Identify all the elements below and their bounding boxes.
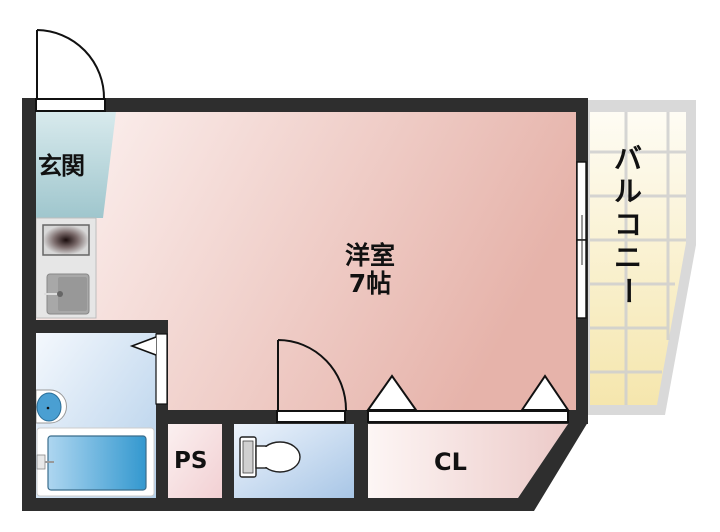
closet-door[interactable] bbox=[366, 374, 570, 423]
bathtub-icon bbox=[47, 435, 147, 491]
pipe-space-floor bbox=[168, 424, 222, 498]
entrance-door[interactable] bbox=[35, 29, 106, 112]
balcony-char-1: バ bbox=[613, 142, 642, 175]
washbasin-icon bbox=[36, 392, 62, 422]
closet-label: CL bbox=[434, 448, 467, 476]
kitchen bbox=[35, 217, 97, 319]
closet-floor bbox=[368, 424, 568, 498]
toilet-room bbox=[234, 424, 354, 498]
western-room-name: 洋室 bbox=[344, 241, 395, 270]
balcony-char-5: ー bbox=[611, 276, 645, 305]
western-room-label: 洋室 7帖 bbox=[320, 242, 420, 298]
bathroom bbox=[35, 333, 156, 498]
balcony-char-3: コ bbox=[613, 208, 642, 241]
stove-icon bbox=[42, 224, 90, 256]
balcony-window[interactable] bbox=[576, 161, 587, 319]
pipe-space-label: PS bbox=[174, 448, 208, 474]
entrance-floor bbox=[36, 112, 116, 218]
western-room-size: 7帖 bbox=[348, 269, 392, 298]
balcony-char-4: ニ bbox=[613, 241, 642, 274]
balcony-label: バ ル コ ニ ー bbox=[608, 142, 648, 307]
entrance-label: 玄関 bbox=[38, 152, 85, 180]
balcony-char-2: ル bbox=[613, 175, 642, 208]
balcony bbox=[588, 100, 696, 415]
toilet-door[interactable] bbox=[276, 339, 348, 423]
bathroom-door[interactable] bbox=[129, 333, 168, 405]
western-room-floor bbox=[36, 112, 576, 412]
